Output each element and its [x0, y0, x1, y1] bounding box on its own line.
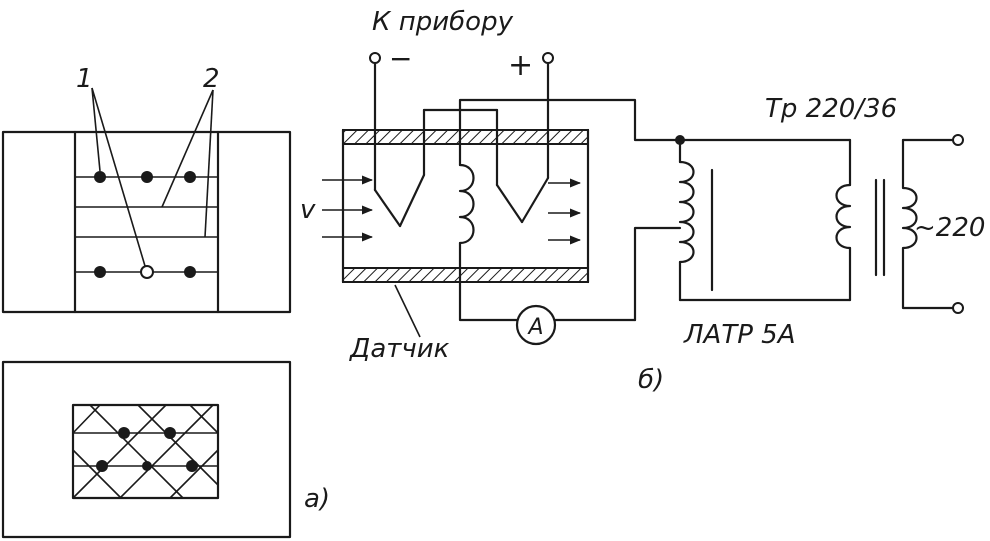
mains-terminal-bottom: [952, 302, 964, 314]
transformer: [835, 138, 957, 310]
flow-arrows-in: [322, 175, 374, 242]
marker-1-label: 1: [76, 64, 93, 94]
mains-terminal-top: [952, 134, 964, 146]
flow-arrows-out: [548, 178, 582, 245]
plus-sign: +: [508, 48, 533, 83]
figure-a-label: а): [304, 484, 330, 514]
sensor-leader: [394, 284, 421, 338]
velocity-label: v: [300, 195, 316, 225]
terminal-minus: [369, 52, 381, 64]
minus-sign: −: [389, 42, 412, 75]
sensor-channel: [341, 128, 590, 284]
terminal-plus: [542, 52, 554, 64]
latr-label: ЛАТР 5А: [683, 320, 796, 350]
thermocouple-cold: [373, 58, 426, 228]
instrument-label: К прибору: [372, 7, 514, 37]
sensor-label: Датчик: [349, 334, 450, 364]
grid-sensor-side-view: [1, 87, 292, 314]
marker-2-label: 2: [203, 64, 220, 94]
transformer-label: Тр 220/36: [765, 94, 897, 124]
latr-autotransformer: [675, 135, 852, 302]
thermocouple-hot: [495, 60, 550, 224]
mains-label: ~220: [914, 213, 985, 243]
ammeter: [515, 304, 557, 346]
heater-circuit: [458, 98, 682, 322]
grid-sensor-front-view: [1, 360, 292, 539]
figure-b-label: б): [638, 365, 664, 395]
ammeter-label: A: [526, 315, 543, 340]
